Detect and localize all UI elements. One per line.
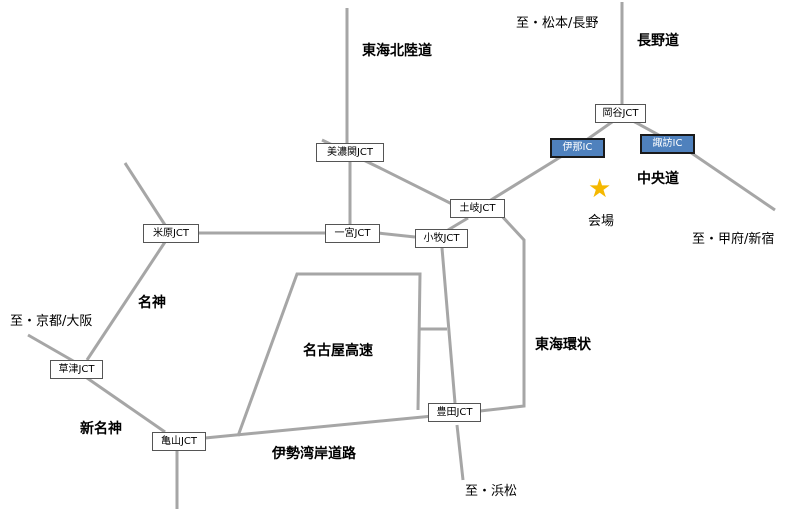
- junction-kusatsu: 草津JCT: [50, 360, 103, 379]
- road-tokai-kanjo: [479, 212, 526, 413]
- label-isewangan: 伊勢湾岸道路: [272, 446, 356, 462]
- road-komaki-toyota: [440, 247, 465, 481]
- road-isewangan: [204, 414, 434, 440]
- junction-okaya: 岡谷JCT: [595, 104, 646, 123]
- junction-mino: 美濃関JCT: [316, 143, 384, 162]
- label-nagoya-kosoku: 名古屋高速: [303, 343, 373, 359]
- venue-label: 会場: [588, 214, 615, 229]
- junction-toyota: 豊田JCT: [428, 403, 481, 422]
- road-toki-komaki: [447, 216, 469, 232]
- road-kusatsu-kyoto: [27, 333, 76, 364]
- star-icon: ★: [588, 174, 612, 204]
- destination-kyoto: 至・京都/大阪: [10, 314, 93, 329]
- destination-matsumoto: 至・松本/長野: [516, 16, 599, 31]
- road-nagoya-kosoku: [236, 272, 422, 437]
- road-chuo-east: [621, 113, 776, 212]
- road-maibara-north: [123, 162, 167, 226]
- interchange-ina: 伊那IC: [550, 138, 605, 158]
- road-tokai-hokuriku: [345, 8, 352, 228]
- destination-hamamatsu: 至・浜松: [465, 484, 518, 499]
- label-meishin: 名神: [138, 295, 166, 311]
- road-maibara-kusatsu: [85, 241, 167, 361]
- road-kusatsu-kameyama: [86, 376, 166, 434]
- junction-ichinomiya: 一宮JCT: [325, 224, 380, 243]
- destination-kofu: 至・甲府/新宿: [692, 232, 775, 247]
- junction-komaki: 小牧JCT: [415, 229, 468, 248]
- label-tokai-hokuriku: 東海北陸道: [362, 43, 432, 59]
- label-chuo: 中央道: [637, 171, 679, 187]
- junction-toki: 土岐JCT: [450, 199, 505, 218]
- label-nagano: 長野道: [637, 33, 679, 49]
- label-shin-meishin: 新名神: [80, 421, 122, 437]
- junction-kameyama: 亀山JCT: [152, 432, 206, 451]
- interchange-suwa: 諏訪IC: [640, 134, 695, 154]
- label-tokai-kanjo: 東海環状: [535, 337, 591, 353]
- junction-maibara: 米原JCT: [143, 224, 199, 243]
